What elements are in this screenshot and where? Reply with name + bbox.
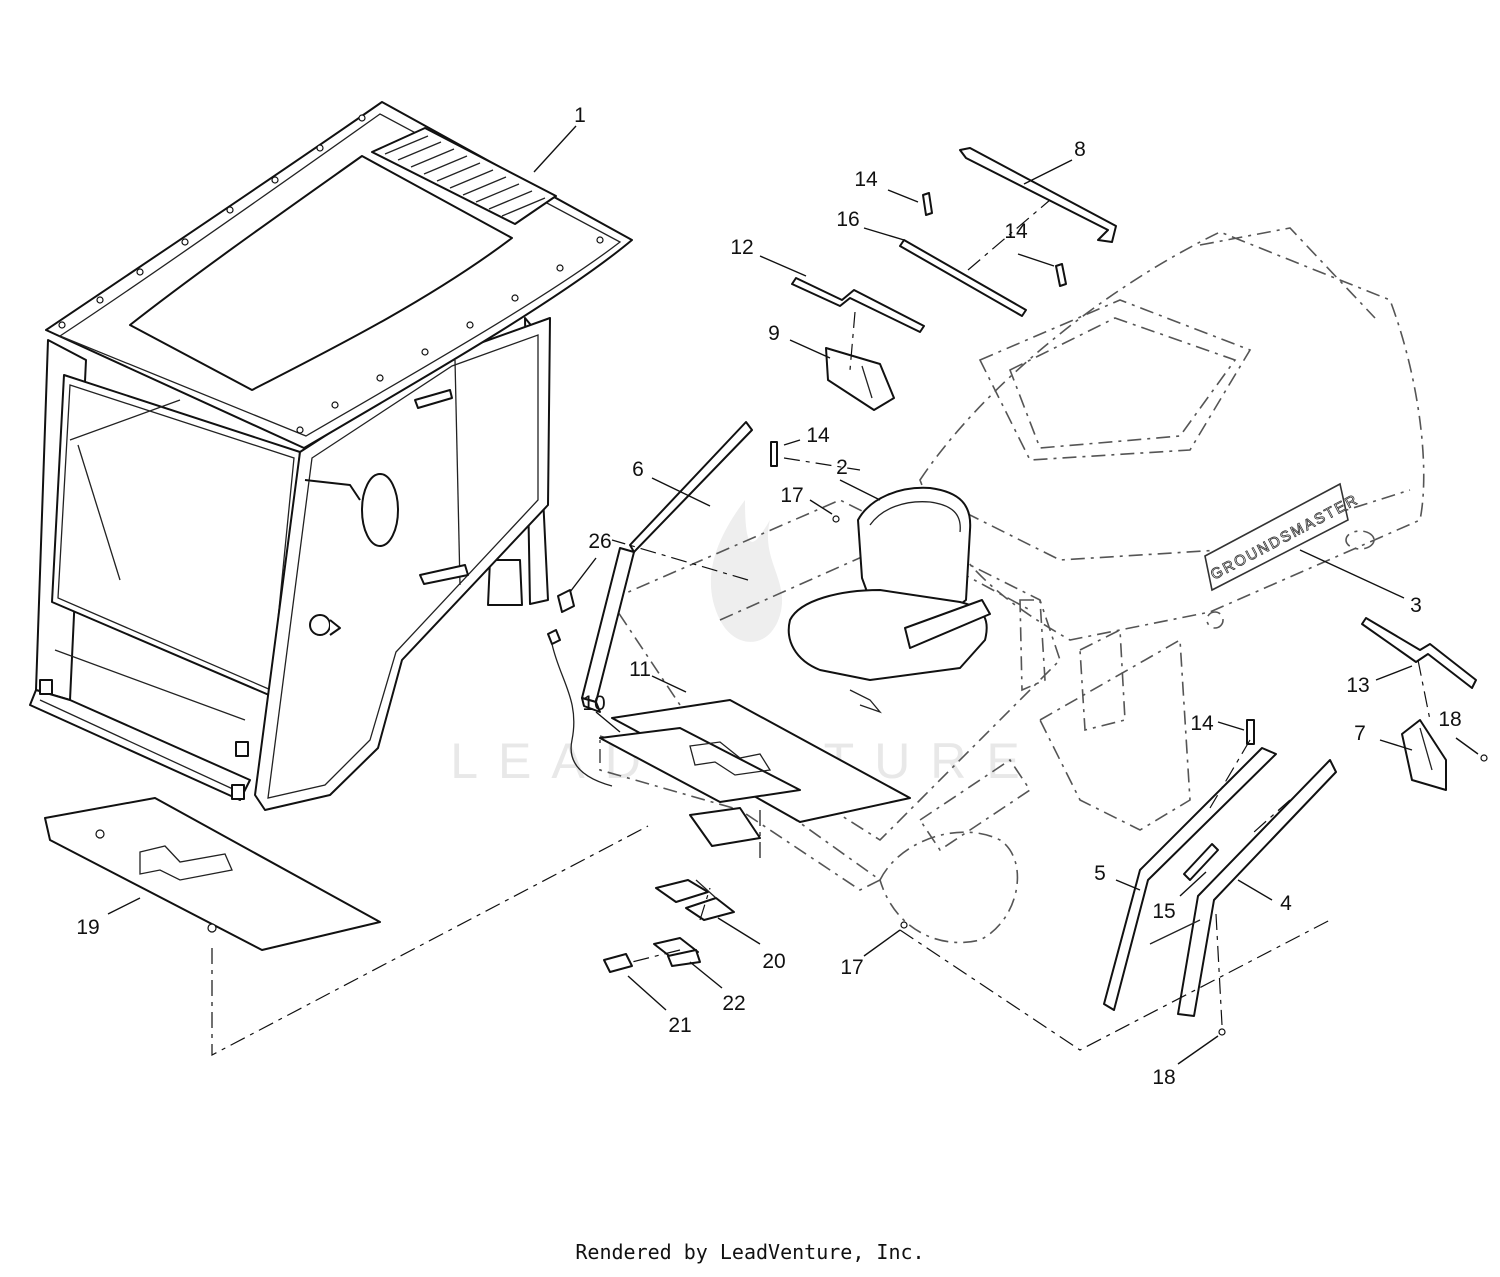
callout-11: 11 — [629, 658, 651, 681]
part-16-strip — [899, 239, 1027, 317]
callout-14-c: 14 — [806, 424, 830, 447]
footer-credit: Rendered by LeadVenture, Inc. — [575, 1240, 925, 1264]
callout-2: 2 — [836, 456, 848, 479]
part-22-clamp — [653, 937, 701, 967]
callout-9: 9 — [768, 322, 780, 345]
part-4-panel — [1149, 759, 1337, 1017]
part-21-cap — [603, 953, 633, 973]
part-19-floor-mat — [44, 797, 381, 951]
callout-26: 26 — [588, 530, 611, 553]
callout-18-b: 18 — [1152, 1066, 1175, 1089]
part-18-fastener-lower — [1218, 1028, 1226, 1036]
callout-18-a: 18 — [1438, 708, 1461, 731]
part-18-fastener-right — [1480, 754, 1488, 762]
callout-4: 4 — [1280, 892, 1292, 915]
part-14-clips — [770, 192, 1255, 745]
callout-5: 5 — [1094, 862, 1106, 885]
callout-19: 19 — [76, 916, 99, 939]
phantom-lines — [211, 199, 1431, 1056]
part-10-step-pad — [599, 727, 801, 847]
callout-3: 3 — [1410, 594, 1422, 617]
part-6-trim-left — [581, 421, 753, 713]
callout-20: 20 — [762, 950, 785, 973]
callout-8: 8 — [1074, 138, 1086, 161]
callout-14-b: 14 — [1004, 220, 1028, 243]
callout-14-a: 14 — [854, 168, 878, 191]
callout-14-d: 14 — [1190, 712, 1214, 735]
callout-1: 1 — [574, 104, 586, 127]
part-26-harness — [547, 589, 613, 787]
part-5-trim — [1103, 747, 1277, 1011]
callout-6: 6 — [632, 458, 644, 481]
part-20-block — [655, 879, 735, 921]
part-12-rod — [791, 277, 925, 333]
callout-10: 10 — [582, 692, 605, 715]
callout-22: 22 — [722, 992, 745, 1015]
part-15-strip — [1183, 843, 1219, 881]
callout-21: 21 — [668, 1014, 691, 1037]
callout-15: 15 — [1152, 900, 1175, 923]
part-1-cab — [29, 101, 633, 811]
part-7-bracket — [1401, 719, 1447, 791]
part-13-rod — [1361, 617, 1477, 689]
callout-12: 12 — [730, 236, 753, 259]
callout-17-a: 17 — [780, 484, 803, 507]
part-3-hood: GROUNDSMASTER — [919, 227, 1425, 641]
callout-16: 16 — [836, 208, 859, 231]
callouts: 1 2 3 4 5 6 7 8 9 10 11 12 13 14 14 14 1… — [76, 104, 1461, 1089]
leader-lines — [107, 125, 1479, 1065]
part-8-panel — [959, 147, 1117, 243]
watermark-flame-icon — [710, 500, 783, 642]
callout-17-b: 17 — [840, 956, 863, 979]
part-17-fasteners — [832, 515, 908, 929]
part-9-bracket — [825, 347, 895, 411]
callout-7: 7 — [1354, 722, 1366, 745]
callout-13: 13 — [1346, 674, 1369, 697]
part-2-seat — [787, 486, 991, 714]
